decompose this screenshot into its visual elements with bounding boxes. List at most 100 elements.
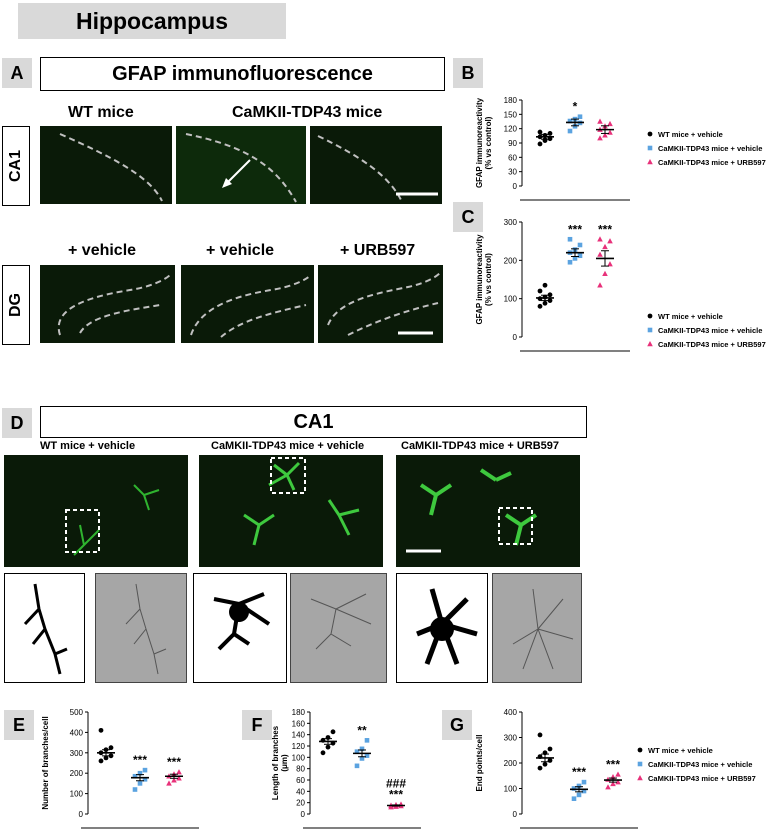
chart-b-y-tick-label: 90 <box>508 139 517 148</box>
chart-e-point <box>132 773 138 779</box>
chart-f-y-tick-label: 80 <box>296 765 305 774</box>
chart-g-point <box>581 788 587 794</box>
chart-f-point <box>359 746 365 752</box>
chart-f-y-label: Length of branches <box>271 725 280 800</box>
chart-g-point <box>605 784 611 790</box>
chart-g-y-tick-label: 200 <box>504 759 518 768</box>
row-label-dg: DG <box>2 265 30 345</box>
chart-c-legend-marker <box>647 341 653 347</box>
chart-e-point <box>176 775 182 781</box>
chart-c-point <box>602 243 608 250</box>
panel-letter-e: E <box>4 710 34 740</box>
chart-f-point <box>354 749 360 754</box>
chart-e-point <box>176 769 182 775</box>
chart-e-point <box>98 758 104 764</box>
chart-e-point <box>166 780 172 786</box>
chart-b-legend-label: WT mice + vehicle <box>658 130 723 139</box>
chart-g-significance: *** <box>572 765 586 779</box>
chart-c-y-label: GFAP immunoreactivity <box>475 234 484 325</box>
chart-g-point <box>576 783 582 789</box>
chart-b-legend-marker <box>647 145 653 151</box>
chart-g-legend-label: CaMKII-TDP43 mice + URB597 <box>648 774 756 783</box>
micrograph-ca1-wt <box>40 126 172 204</box>
chart-c-point <box>607 261 613 267</box>
chart-f-point <box>320 750 326 756</box>
chart-b-y-tick-label: 0 <box>513 182 518 191</box>
chart-g-point <box>537 732 543 738</box>
chart-f-y-tick-label: 120 <box>292 742 306 751</box>
chart-c-point <box>607 238 613 244</box>
chart-c-point <box>597 236 603 242</box>
chart-c-y-tick-label: 0 <box>513 333 518 342</box>
chart-f-significance: ### <box>386 776 406 790</box>
chart-g-significance: *** <box>606 757 620 771</box>
panel-letter-d: D <box>2 408 32 438</box>
chart-e-y-tick-label: 100 <box>70 790 84 799</box>
panel-letter-a: A <box>2 58 32 88</box>
chart-e-point <box>103 755 109 761</box>
chart-e-point <box>171 777 177 783</box>
chart-e-y-tick-label: 200 <box>70 769 84 778</box>
chart-g-legend-marker <box>637 747 643 753</box>
chart-c-y-tick-label: 200 <box>504 256 518 265</box>
chart-b-y-tick-label: 60 <box>508 153 517 162</box>
chart-c-y-label: (% vs control) <box>484 253 493 306</box>
chart-f-y-tick-label: 60 <box>296 776 305 785</box>
chart-c-point <box>577 242 583 248</box>
panel-d-header: CA1 <box>40 406 587 438</box>
chart-f-y-tick-label: 100 <box>292 753 306 762</box>
chart-c-point <box>577 253 583 259</box>
chart-g-point <box>615 779 621 785</box>
micrograph-dg-wt <box>40 265 175 343</box>
chart-c-point <box>537 288 543 294</box>
chart-b-legend-marker <box>647 131 653 137</box>
chart-g-legend-label: WT mice + vehicle <box>648 746 713 755</box>
chart-f-y-tick-label: 160 <box>292 719 306 728</box>
astro-label-wt: WT mice + vehicle <box>40 440 136 452</box>
chart-g-point <box>571 796 577 801</box>
chart-c-point <box>602 270 608 276</box>
chart-g-point <box>615 771 621 777</box>
chart-e-y-tick-label: 0 <box>79 810 84 819</box>
chart-g-legend-marker <box>637 761 643 767</box>
chart-b-legend-label: CaMKII-TDP43 mice + vehicle <box>658 144 762 153</box>
chart-f-point <box>359 756 365 761</box>
chart-c-point <box>542 300 548 306</box>
chart-c-point <box>597 282 603 288</box>
chart-b-point <box>597 135 603 141</box>
chart-b-point <box>567 128 573 134</box>
chart-g-point <box>576 792 582 798</box>
chart-e-significance: *** <box>167 755 181 769</box>
micrograph-dg-tdp43-urb597 <box>318 265 443 343</box>
astro-label-tdp43-vehicle: CaMKII-TDP43 mice + vehicle <box>211 440 365 452</box>
skeleton-binary-tdp43-urb597 <box>396 573 488 683</box>
chart-b-point <box>597 118 603 124</box>
panel-letter-f: F <box>242 710 272 740</box>
chart-e-point <box>98 727 104 733</box>
chart-e-point <box>142 767 148 773</box>
chart-g-point <box>542 761 548 767</box>
chart-g-y-tick-label: 100 <box>504 785 518 794</box>
chart-c-legend-label: CaMKII-TDP43 mice + vehicle <box>658 326 762 335</box>
chart-c-point <box>567 259 573 265</box>
chart-c-legend-marker <box>647 327 653 333</box>
sub-label-urb597: + URB597 <box>340 242 416 259</box>
panel-letter-c: C <box>453 202 483 232</box>
chart-c-legend-label: WT mice + vehicle <box>658 312 723 321</box>
chart-b-point <box>607 120 613 127</box>
chart-f-significance: *** <box>389 787 403 801</box>
skeleton-traced-tdp43-vehicle <box>290 573 387 683</box>
panel-letter-b: B <box>453 58 483 88</box>
chart-c-legend-marker <box>647 313 653 319</box>
chart-f-point <box>325 744 331 750</box>
chart-g-y-label: End points/cell <box>475 735 484 792</box>
skeleton-traced-wt <box>95 573 187 683</box>
chart-b-y-tick-label: 150 <box>504 110 518 119</box>
chart-e-y-tick-label: 300 <box>70 749 84 758</box>
chart-c-legend-label: CaMKII-TDP43 mice + URB597 <box>658 340 766 349</box>
chart-c-y-tick-label: 300 <box>504 218 518 227</box>
chart-e-significance: *** <box>133 753 147 767</box>
chart-f-point <box>330 729 336 735</box>
